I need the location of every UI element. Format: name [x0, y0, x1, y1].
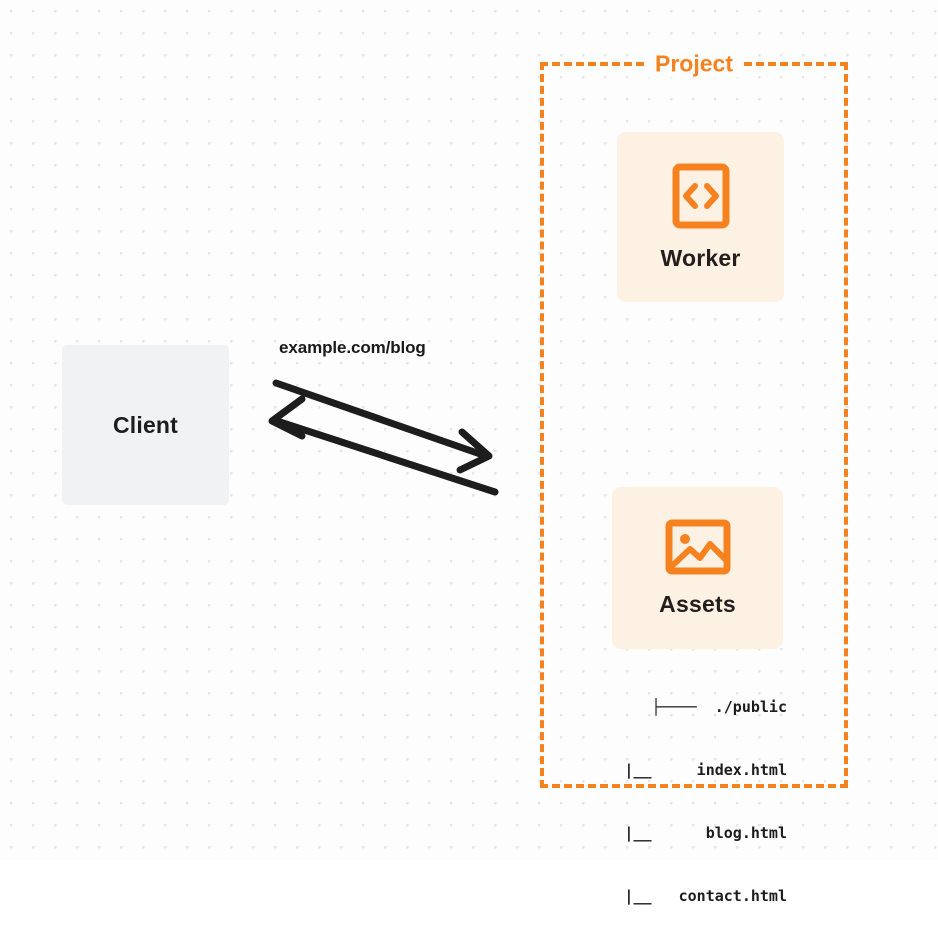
request-arrow: [272, 379, 493, 474]
assets-node-label: Assets: [659, 590, 736, 617]
client-node[interactable]: Client: [62, 345, 229, 505]
asset-file-tree: ├──── ./public |__ index.html |__ blog.h…: [587, 655, 787, 949]
project-boundary: Project Worker Assets: [540, 50, 848, 905]
response-arrow: [268, 395, 499, 496]
image-picture-icon: [665, 519, 731, 575]
worker-node[interactable]: Worker: [617, 132, 784, 302]
worker-node-label: Worker: [660, 244, 741, 271]
connection-url-label: example.com/blog: [279, 338, 426, 357]
file-tree-row: |__ blog.html: [597, 824, 787, 842]
assets-node[interactable]: Assets: [612, 487, 783, 649]
file-tree-row: |__ index.html: [597, 761, 787, 779]
code-brackets-icon: [672, 163, 730, 229]
file-tree-row: |__ contact.html: [597, 887, 787, 905]
client-node-label: Client: [112, 411, 179, 438]
project-title: Project: [648, 50, 740, 78]
diagram-canvas: Client example.com/blog Project: [0, 0, 938, 905]
file-tree-row: ├──── ./public: [651, 698, 787, 716]
